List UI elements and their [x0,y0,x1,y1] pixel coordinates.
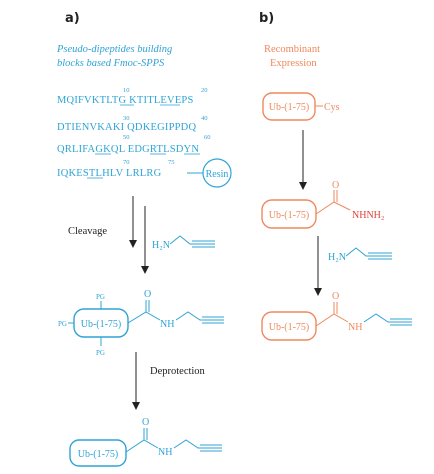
residue-number: 20 [201,87,208,94]
carbonyl-oxygen: O [332,291,339,302]
panel-a-title-line1: Pseudo-dipeptides building [56,44,172,55]
pg-top: PG [96,293,105,301]
resin-bead [202,158,232,188]
final-ub-label: Ub-(1-75) [78,449,119,460]
panel-b-title-line2: Expression [270,58,317,69]
residue-number: 60 [204,134,211,141]
sequence-line: DTIENVKAKI QDKEGIPPDQ [57,122,196,133]
start-ub-label: Ub-(1-75) [269,102,310,113]
residue-number: 30 [123,115,130,122]
propargyl-chain [363,313,412,323]
cleavage-label: Cleavage [68,226,107,237]
amine-label: H₂N [152,240,170,251]
amide-backbone [315,313,349,327]
pg-bottom: PG [96,349,105,357]
propargyl-chain [169,235,215,245]
sequence-line: QRLIFAGKQL EDGRTLSDYN [57,144,199,155]
carbonyl-oxygen: O [142,417,149,428]
amide-nh: NH [158,447,172,458]
resin-label: Resin [206,169,229,180]
panel-b-title-line1: Recombinant [264,44,320,55]
amine-label: H₂N [328,252,346,263]
residue-number: 50 [123,134,130,141]
carbonyl-oxygen: O [144,289,151,300]
cys-label: Cys [324,102,340,113]
amide-nh: NH [160,319,174,330]
final-ub-box [69,439,127,467]
hydrazide-ub-label: Ub-(1-75) [269,210,310,221]
deprotection-label: Deprotection [150,366,206,377]
protected-ub-label: Ub-(1-75) [81,319,122,330]
residue-number: 70 [123,159,130,166]
panel-b-label: b) [259,11,274,26]
amide-backbone [127,311,161,324]
final-ub-label-b: Ub-(1-75) [269,322,310,333]
hydrazide-label: NHNH₂ [352,210,384,221]
sequence-line: IQKESTLHLV LRLRG [57,168,162,179]
hydrazide-backbone [315,201,351,215]
amide-backbone [125,439,159,453]
carbonyl-oxygen: O [332,180,339,191]
panel-a-label: a) [65,11,80,26]
residue-number: 75 [168,159,175,166]
propargyl-chain [175,311,224,321]
residue-number: 40 [201,115,208,122]
residue-number: 10 [123,87,130,94]
amide-nh: NH [348,322,362,333]
propargyl-chain [173,439,222,449]
pg-left: PG [58,320,67,328]
sequence-line: MQIFVKTLTG KTITLEVEPS [57,95,194,106]
panel-a-title-line2: blocks based Fmoc-SPPS [57,58,165,69]
propargyl-chain [345,247,392,257]
pseudo-dipeptide-underlines [87,104,200,179]
